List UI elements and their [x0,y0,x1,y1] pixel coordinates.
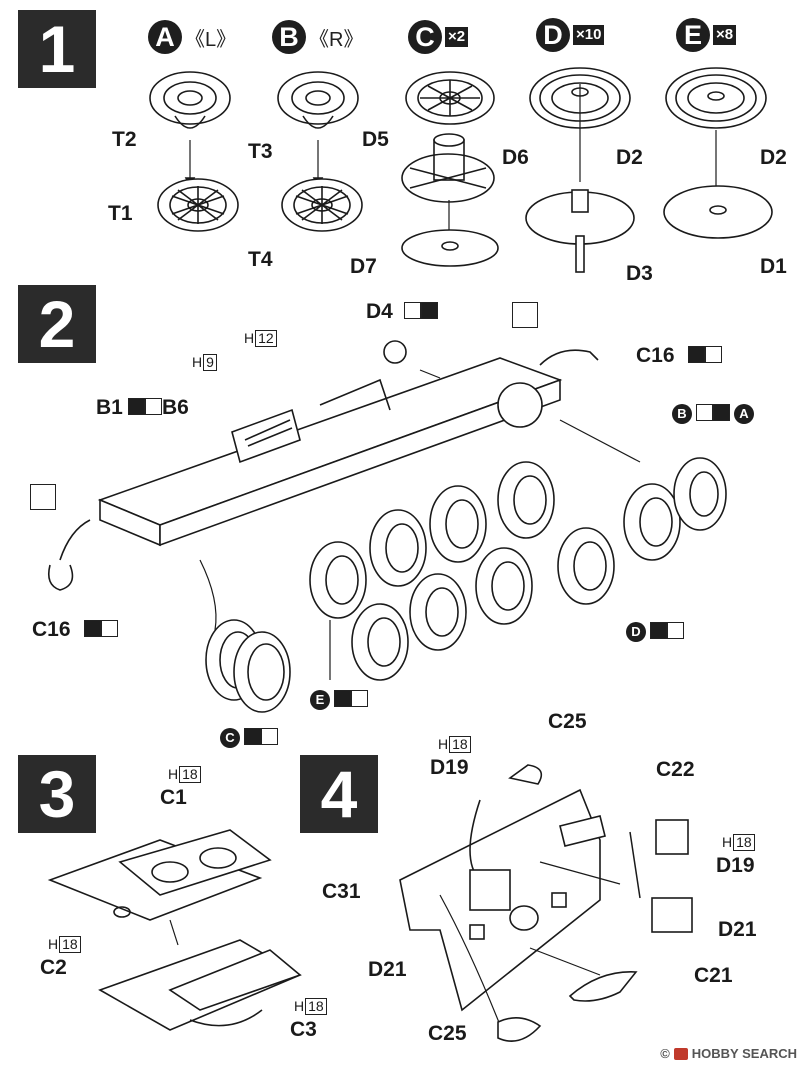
hobby-search-logo-icon [673,1047,688,1060]
part-label: B1 [96,396,123,419]
part-label: C16 [32,618,71,641]
road-wheels-drawing [199,457,727,713]
hull-drawing [47,340,641,591]
color-chip-icon [404,302,438,319]
subassembly-side: 《L》 [185,28,237,51]
color-chip-icon [650,622,684,639]
subassembly-ref: E [310,690,330,710]
part-label: C1 [160,786,187,809]
part-label: C16 [636,344,675,367]
subassembly-letter: A [148,20,182,54]
part-label: C25 [548,710,587,733]
copyright-mark: © [660,1046,670,1061]
glue-icon [30,484,56,510]
part-label: D7 [350,255,377,278]
part-label: C31 [322,880,361,903]
part-label: T1 [108,202,133,225]
subassembly-side: 《R》 [309,28,364,51]
subassembly-ref: C [220,728,240,748]
subassembly-letter: D [536,18,570,52]
part-label: D6 [502,146,529,169]
transmission-drawing [47,829,302,1031]
wheel-e-drawing [663,67,773,239]
part-label: C21 [694,964,733,987]
part-label: D2 [616,146,643,169]
part-label: D21 [718,918,757,941]
subassembly-letter: C [408,20,442,54]
part-label: D19 [716,854,755,877]
subassembly-c-header: C ×2 [408,20,469,54]
watermark: © HOBBY SEARCH [660,1046,797,1061]
subassembly-ref: D [626,622,646,642]
subassembly-multiplier: ×2 [445,27,469,47]
part-label: D3 [626,262,653,285]
watermark-text: HOBBY SEARCH [691,1046,797,1061]
part-label: D21 [368,958,407,981]
part-label: C22 [656,758,695,781]
step-number-3: 3 [18,755,96,833]
part-label: T2 [112,128,137,151]
part-label: C2 [40,956,67,979]
subassembly-e-header: E ×8 [676,18,737,52]
part-label: D1 [760,255,787,278]
subassembly-b-header: B 《R》 [272,20,363,54]
part-label: T4 [248,248,273,271]
part-label: T3 [248,140,273,163]
part-label: C3 [290,1018,317,1041]
part-label: D5 [362,128,389,151]
subassembly-d-header: D ×10 [536,18,605,52]
step-number-2: 2 [18,285,96,363]
color-chip-icon [688,346,722,363]
subassembly-letter: E [676,18,710,52]
step-number-4: 4 [300,755,378,833]
subassembly-letter: B [272,20,306,54]
wheel-c-drawing [401,71,499,267]
step-number-1: 1 [18,10,96,88]
front-plate-drawing [399,764,693,1042]
glue-icon [512,302,538,328]
subassembly-ref: A [734,404,754,424]
part-label: D4 [366,300,393,323]
color-chip-icon [84,620,118,637]
subassembly-multiplier: ×8 [713,25,737,45]
wheel-d-drawing [525,67,635,273]
color-chip-icon [334,690,368,707]
color-chip-icon [128,398,162,415]
color-chip-icon [696,404,730,421]
part-label: D19 [430,756,469,779]
part-label: D2 [760,146,787,169]
wheel-b-drawing [277,71,363,232]
wheel-a-drawing [149,71,239,232]
subassembly-ref: B [672,404,692,424]
subassembly-a-header: A 《L》 [148,20,236,54]
part-label: B6 [162,396,189,419]
part-label: C25 [428,1022,467,1045]
subassembly-multiplier: ×10 [573,25,605,45]
color-chip-icon [244,728,278,745]
